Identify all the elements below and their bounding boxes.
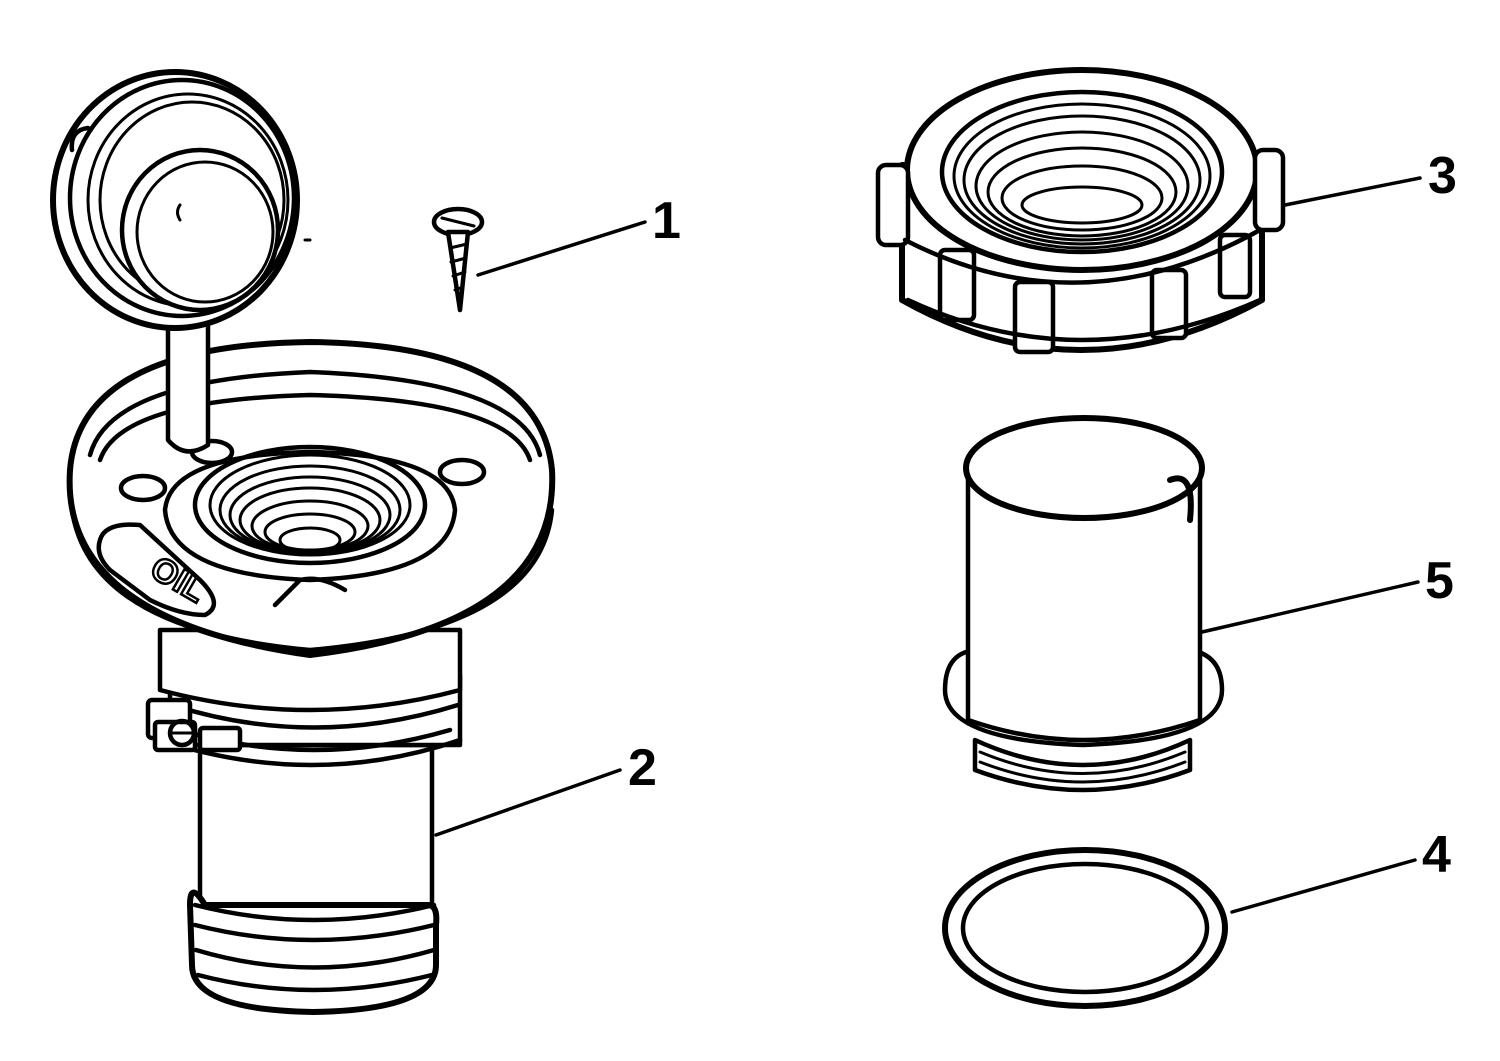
filler-neck-tube (187, 742, 440, 1015)
callout-label-2: 2 (628, 739, 657, 797)
callout-3: 3 (1283, 147, 1457, 207)
callout-label-4: 4 (1422, 826, 1451, 884)
filler-cap (50, 69, 312, 331)
flange-collar (157, 627, 463, 713)
coupling-nut (875, 67, 1286, 355)
callout-label-5: 5 (1425, 552, 1454, 610)
callout-1: 1 (476, 192, 681, 277)
screw (431, 206, 485, 313)
cap-hinge-strap (165, 317, 211, 454)
callout-label-3: 3 (1428, 147, 1457, 205)
callout-5: 5 (1200, 552, 1454, 634)
callout-2: 2 (434, 739, 657, 837)
filler-flange: OIL (66, 339, 556, 658)
o-ring (942, 847, 1228, 1009)
callout-4: 4 (1230, 826, 1451, 914)
callout-label-1: 1 (652, 192, 681, 250)
tube-adapter (942, 415, 1225, 793)
